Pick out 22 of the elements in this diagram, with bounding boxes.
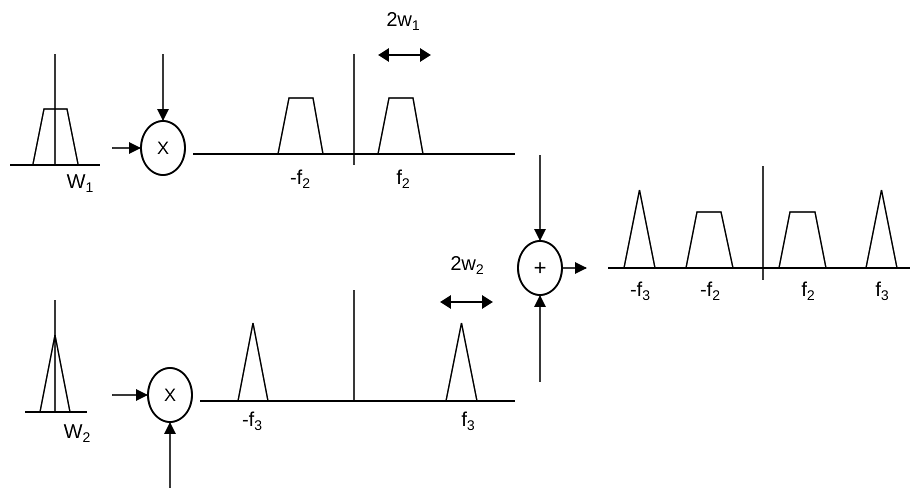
axis-label: 2w$_{2}$ xyxy=(450,254,484,276)
axis-label: W$_{2}$ xyxy=(64,422,90,444)
circle-node: X xyxy=(140,120,186,176)
circle-node: + xyxy=(517,240,563,296)
arrow xyxy=(112,142,141,154)
axis-label: -f$_{2}$ xyxy=(290,168,310,190)
axis-label: f$_{2}$ xyxy=(801,280,815,302)
circle-node: X xyxy=(147,367,193,423)
arrow xyxy=(112,389,148,401)
axis-label: 2w$_{1}$ xyxy=(386,10,420,32)
axis-label: W$_{1}$ xyxy=(66,172,94,194)
axis-label: f$_{3}$ xyxy=(875,280,889,302)
arrow xyxy=(534,155,546,241)
axis-label: f$_{2}$ xyxy=(396,168,410,190)
axis-label: -f$_{3}$ xyxy=(630,280,650,302)
axis-label: f$_{3}$ xyxy=(461,410,475,432)
arrow xyxy=(157,54,169,121)
arrow xyxy=(164,422,176,488)
arrow xyxy=(563,262,587,274)
arrow xyxy=(534,295,546,382)
axis-label: -f$_{2}$ xyxy=(700,280,720,302)
axis-label: -f$_{3}$ xyxy=(242,410,262,432)
